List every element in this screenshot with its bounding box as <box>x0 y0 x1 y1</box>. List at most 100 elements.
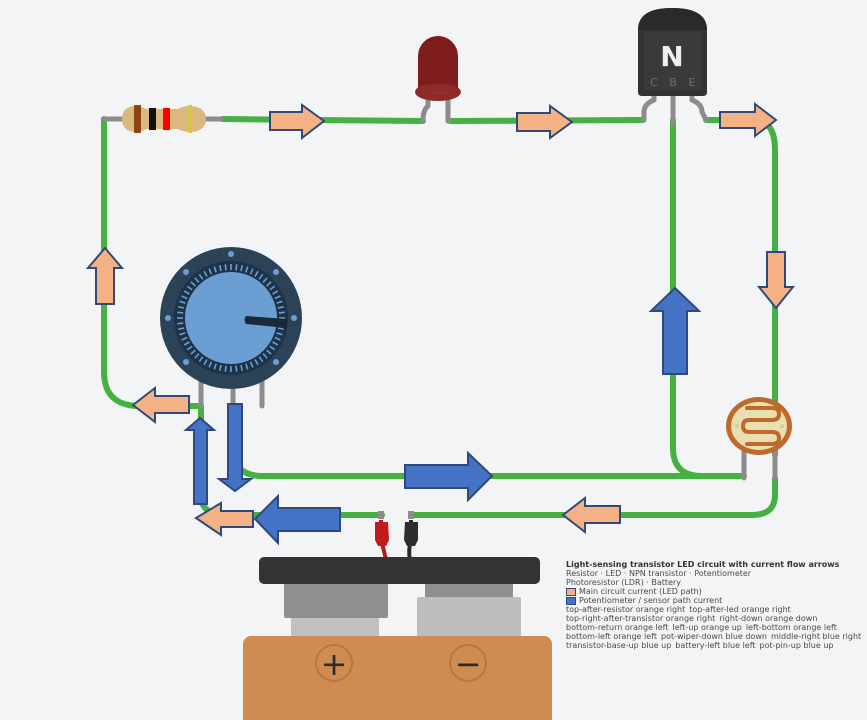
arrow-list-item: top-after-resistor orange right <box>566 605 686 614</box>
pot-tick <box>245 266 249 273</box>
arrow-left-icon <box>131 385 190 425</box>
battery-negative-label: − <box>455 645 482 683</box>
ldr-serpentine <box>740 406 782 446</box>
orange-swatch-icon <box>566 587 576 596</box>
potentiometer[interactable] <box>160 247 302 409</box>
transistor-collector-lead <box>641 89 657 123</box>
pot-tick <box>262 277 268 283</box>
photoresistor-name: Photoresistor (LDR) <box>566 578 644 587</box>
pot-tick <box>269 345 276 351</box>
resistor-band-1 <box>134 105 141 133</box>
wire-ldr-to-battery-negative <box>409 475 778 518</box>
resistor-band-4 <box>188 105 192 133</box>
pot-tick <box>194 277 200 283</box>
pot-tick <box>235 365 238 372</box>
led-rim-top <box>417 84 459 94</box>
pot-screw-icon <box>183 269 189 275</box>
legend-blue: Potentiometer / sensor path current <box>566 596 862 605</box>
arrow-right-icon <box>719 101 778 139</box>
transistor-name: NPN transistor <box>628 569 687 578</box>
pot-tick <box>177 322 184 325</box>
pot-tick-marks <box>177 264 285 372</box>
pot-tick <box>218 364 222 371</box>
pot-tick <box>178 327 185 331</box>
battery-minus-ring <box>449 644 487 682</box>
pot-screw-icon <box>228 251 234 257</box>
arrow-list-item: transistor-base-up blue up <box>566 641 672 650</box>
pot-tick <box>224 365 227 372</box>
blue-swatch-icon <box>566 596 576 605</box>
led[interactable] <box>415 36 461 124</box>
battery-positive-label: + <box>321 645 348 683</box>
battery-plus-ring <box>315 644 353 682</box>
pot-tick <box>249 268 254 275</box>
pot-tick <box>213 363 217 370</box>
led-lead-anode <box>420 95 431 124</box>
battery[interactable]: + − <box>243 511 552 720</box>
arrow-list-item: top-after-led orange right <box>689 605 791 614</box>
pot-tick <box>190 349 196 355</box>
pot-tick <box>249 361 254 368</box>
pot-screw-icon <box>273 269 279 275</box>
pot-screws <box>165 251 297 365</box>
pot-tick <box>203 359 208 366</box>
battery-black-tip <box>408 511 414 519</box>
transistor[interactable]: N C B E <box>638 8 709 127</box>
pot-tick <box>208 268 213 275</box>
arrow-up-icon <box>183 416 217 505</box>
pot-tick <box>240 265 244 272</box>
photoresistor[interactable] <box>726 397 792 481</box>
pot-tick <box>186 285 193 291</box>
pot-tick <box>269 285 276 291</box>
pot-tick <box>272 341 279 346</box>
transistor-pin-e: E <box>689 76 696 89</box>
arrow-list-item: top-right-after-transistor orange right <box>566 614 716 623</box>
pot-tick <box>266 281 272 287</box>
pot-tick <box>276 332 283 336</box>
pot-tick <box>254 270 259 277</box>
pot-tick <box>179 300 186 304</box>
arrow-right-icon <box>269 103 326 141</box>
led-name: LED <box>605 569 622 578</box>
pot-tick <box>208 361 213 368</box>
arrow-list-item: battery-left blue left <box>675 641 756 650</box>
transistor-emitter-lead <box>689 89 709 123</box>
potentiometer-name: Potentiometer <box>694 569 752 578</box>
pot-screw-icon <box>273 359 279 365</box>
pot-tick <box>183 290 190 295</box>
battery-body <box>243 636 552 720</box>
resistor-band-3 <box>163 108 170 130</box>
pot-tick <box>276 300 283 304</box>
pot-tick <box>198 273 204 280</box>
arrow-right-icon <box>404 450 494 503</box>
arrow-list-item: left-bottom orange left <box>745 623 837 632</box>
transistor-face <box>644 32 701 90</box>
pot-screw-icon <box>291 315 297 321</box>
transistor-pin-b: B <box>669 76 677 89</box>
arrow-list-item: left-up orange up <box>672 623 742 632</box>
transistor-type-label: N <box>660 40 683 73</box>
current-flow-arrows <box>85 101 796 546</box>
arrow-list-item: right-down orange down <box>719 614 818 623</box>
diagram-title: Light-sensing transistor LED circuit wit… <box>566 560 840 569</box>
arrow-list-item: middle-right blue right <box>770 632 862 641</box>
battery-red-connector <box>375 522 389 546</box>
pot-tick <box>181 295 188 300</box>
pot-tick <box>272 290 279 295</box>
pot-tick <box>177 311 184 314</box>
resistor-name: Resistor <box>566 569 598 578</box>
arrow-down-icon <box>216 403 254 493</box>
arrow-down-icon <box>756 251 796 310</box>
pot-tick <box>245 363 249 370</box>
pot-tick <box>277 327 284 331</box>
component-names-2: Photoresistor (LDR) · Battery <box>566 578 681 587</box>
battery-negative-terminal <box>417 597 521 647</box>
pot-tick <box>262 353 268 359</box>
arrow-up-icon <box>85 246 125 305</box>
battery-name: Battery <box>651 578 681 587</box>
pot-tick <box>266 349 272 355</box>
resistor[interactable] <box>101 105 225 133</box>
pot-tick <box>186 345 193 351</box>
